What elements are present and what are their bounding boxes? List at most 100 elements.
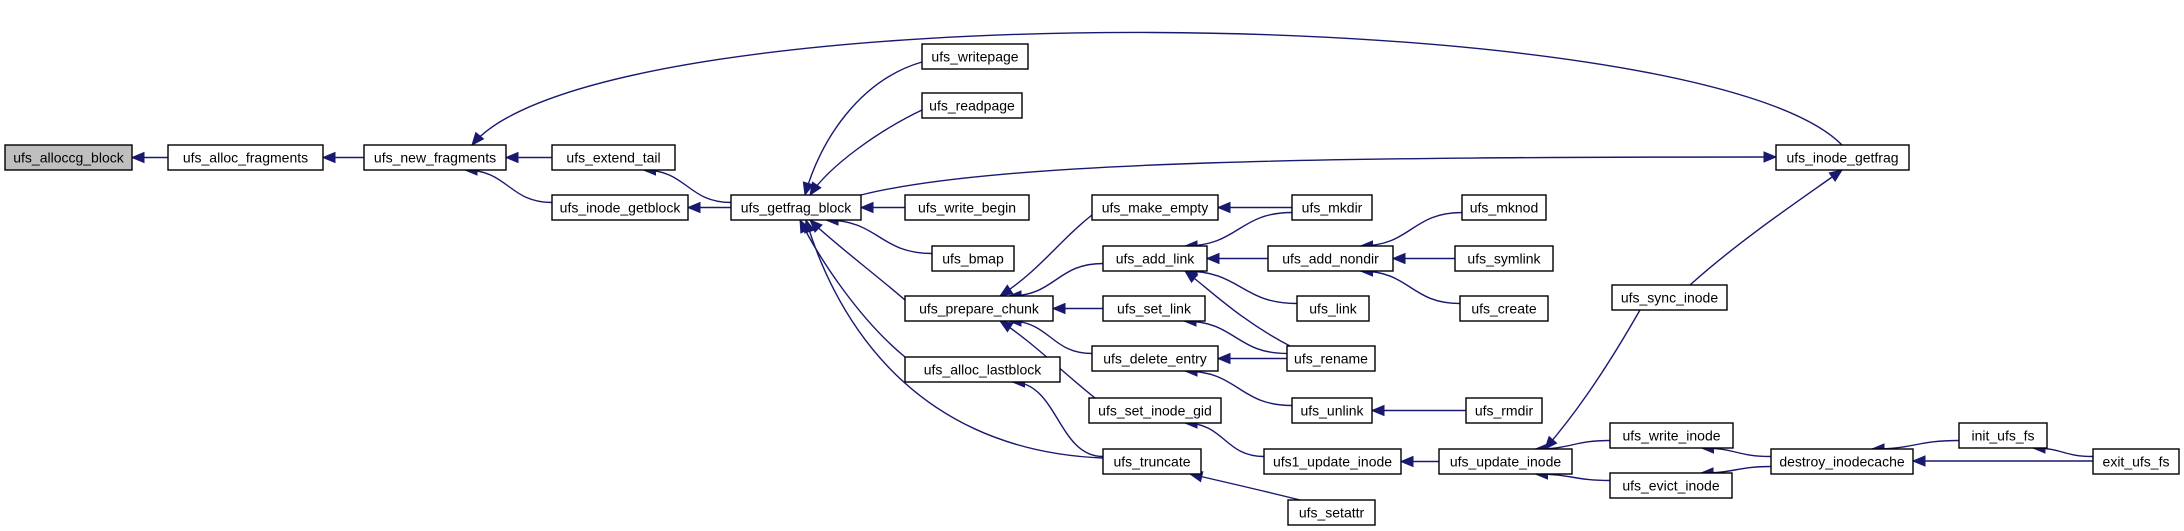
edge-arrowhead	[130, 151, 145, 164]
node-box[interactable]	[551, 144, 676, 171]
node-box[interactable]	[1291, 194, 1373, 221]
node-label: exit_ufs_fs	[2103, 454, 2170, 470]
node-box[interactable]	[1958, 422, 2048, 449]
node-ufs-symlink[interactable]: ufs_symlink	[1454, 245, 1554, 272]
node-ufs-extend-tail[interactable]: ufs_extend_tail	[551, 144, 676, 171]
node-ufs-delete-entry[interactable]: ufs_delete_entry	[1091, 345, 1219, 372]
node-ufs-new-fragments[interactable]: ufs_new_fragments	[363, 144, 507, 171]
node-ufs-rename[interactable]: ufs_rename	[1286, 345, 1376, 372]
node-box[interactable]	[1102, 448, 1202, 475]
node-box[interactable]	[1465, 397, 1543, 424]
node-ufs-unlink[interactable]: ufs_unlink	[1291, 397, 1373, 424]
edge-line	[471, 31, 1843, 146]
node-box[interactable]	[931, 245, 1015, 272]
node-ufs-write-begin[interactable]: ufs_write_begin	[904, 194, 1030, 221]
node-ufs-add-nondir[interactable]: ufs_add_nondir	[1267, 245, 1394, 272]
node-box[interactable]	[1609, 472, 1733, 499]
node-label: ufs_mkdir	[1302, 200, 1363, 216]
node-box[interactable]	[1267, 245, 1394, 272]
edge-arrowhead	[998, 320, 1014, 333]
edge-line	[799, 219, 906, 358]
edge-ufs_setattr-to-ufs_truncate	[1188, 471, 1301, 501]
node-box[interactable]	[1459, 295, 1549, 322]
node-box[interactable]	[730, 194, 862, 221]
node-ufs-setattr[interactable]: ufs_setattr	[1287, 499, 1376, 526]
node-box[interactable]	[1102, 295, 1206, 322]
node-ufs-mknod[interactable]: ufs_mknod	[1461, 194, 1547, 221]
node-box[interactable]	[1461, 194, 1547, 221]
node-box[interactable]	[1770, 448, 1914, 475]
node-box[interactable]	[4, 144, 133, 171]
node-box[interactable]	[1291, 397, 1373, 424]
node-box[interactable]	[1286, 345, 1376, 372]
node-ufs-add-link[interactable]: ufs_add_link	[1102, 245, 1208, 272]
node-box[interactable]	[904, 295, 1054, 322]
node-ufs-rmdir[interactable]: ufs_rmdir	[1465, 397, 1543, 424]
node-ufs-prepare-chunk[interactable]: ufs_prepare_chunk	[904, 295, 1054, 322]
node-box[interactable]	[1088, 397, 1222, 424]
node-init-ufs-fs[interactable]: init_ufs_fs	[1958, 422, 2048, 449]
node-ufs-inode-getblock[interactable]: ufs_inode_getblock	[551, 194, 689, 221]
node-ufs-set-link[interactable]: ufs_set_link	[1102, 295, 1206, 322]
node-box[interactable]	[1263, 448, 1402, 475]
node-box[interactable]	[1609, 422, 1734, 449]
node-ufs-mkdir[interactable]: ufs_mkdir	[1291, 194, 1373, 221]
edge-ufs_alloc_lastblock-to-ufs_getfrag_block	[799, 218, 906, 358]
node-box[interactable]	[2092, 448, 2180, 475]
node-ufs-bmap[interactable]: ufs_bmap	[931, 245, 1015, 272]
node-label: ufs_prepare_chunk	[919, 301, 1040, 317]
edge-arrowhead	[1205, 252, 1220, 265]
node-ufs-write-inode[interactable]: ufs_write_inode	[1609, 422, 1734, 449]
edge-arrowhead	[1051, 302, 1066, 315]
node-box[interactable]	[904, 356, 1061, 383]
edge-line	[1360, 211, 1463, 247]
edge-arrowhead	[1370, 404, 1385, 417]
node-box[interactable]	[921, 92, 1023, 119]
node-ufs-alloc-lastblock[interactable]: ufs_alloc_lastblock	[904, 356, 1061, 383]
node-exit-ufs-fs[interactable]: exit_ufs_fs	[2092, 448, 2180, 475]
node-box[interactable]	[1287, 499, 1376, 526]
node-box[interactable]	[1102, 245, 1208, 272]
node-box[interactable]	[1296, 295, 1370, 322]
node-box[interactable]	[363, 144, 507, 171]
node-ufs-make-empty[interactable]: ufs_make_empty	[1091, 194, 1219, 221]
node-box[interactable]	[1091, 345, 1219, 372]
node-box[interactable]	[1454, 245, 1554, 272]
node-ufs1-update-inode[interactable]: ufs1_update_inode	[1263, 448, 1402, 475]
node-label: ufs_alloccg_block	[13, 150, 125, 166]
node-label: ufs_set_inode_gid	[1098, 403, 1212, 419]
node-label: ufs_getfrag_block	[741, 200, 853, 216]
edge-ufs_write_begin-to-ufs_getfrag_block	[859, 201, 905, 214]
node-label: destroy_inodecache	[1779, 454, 1905, 470]
node-box[interactable]	[921, 43, 1029, 70]
node-box[interactable]	[1438, 448, 1573, 475]
node-destroy-inodecache[interactable]: destroy_inodecache	[1770, 448, 1914, 475]
node-ufs-create[interactable]: ufs_create	[1459, 295, 1549, 322]
node-ufs-link[interactable]: ufs_link	[1296, 295, 1370, 322]
node-ufs-evict-inode[interactable]: ufs_evict_inode	[1609, 472, 1733, 499]
edge-line	[825, 219, 933, 255]
node-ufs-truncate[interactable]: ufs_truncate	[1102, 448, 1202, 475]
node-ufs-getfrag-block[interactable]: ufs_getfrag_block	[730, 194, 862, 221]
node-box[interactable]	[904, 194, 1030, 221]
node-box[interactable]	[1611, 284, 1728, 311]
edge-line	[1012, 381, 1104, 458]
edge-ufs_add_nondir-to-ufs_add_link	[1205, 252, 1268, 265]
node-ufs-inode-getfrag[interactable]: ufs_inode_getfrag	[1775, 144, 1910, 171]
node-ufs-sync-inode[interactable]: ufs_sync_inode	[1611, 284, 1728, 311]
edge-line	[1184, 370, 1293, 407]
node-ufs-readpage[interactable]: ufs_readpage	[921, 92, 1023, 119]
node-box[interactable]	[551, 194, 689, 221]
node-ufs-writepage[interactable]: ufs_writepage	[921, 43, 1029, 70]
node-ufs-update-inode[interactable]: ufs_update_inode	[1438, 448, 1573, 475]
node-label: ufs_write_inode	[1622, 428, 1720, 444]
node-ufs-alloc-fragments[interactable]: ufs_alloc_fragments	[167, 144, 324, 171]
node-ufs-set-inode-gid[interactable]: ufs_set_inode_gid	[1088, 397, 1222, 424]
node-ufs-alloccg-block[interactable]: ufs_alloccg_block	[4, 144, 133, 171]
node-box[interactable]	[1091, 194, 1219, 221]
edge-ufs_alloc_fragments-to-ufs_alloccg_block	[130, 151, 168, 164]
edge-ufs_truncate-to-ufs_getfrag_block	[804, 218, 1104, 459]
node-label: ufs_mknod	[1470, 200, 1538, 216]
node-box[interactable]	[1775, 144, 1910, 171]
node-box[interactable]	[167, 144, 324, 171]
